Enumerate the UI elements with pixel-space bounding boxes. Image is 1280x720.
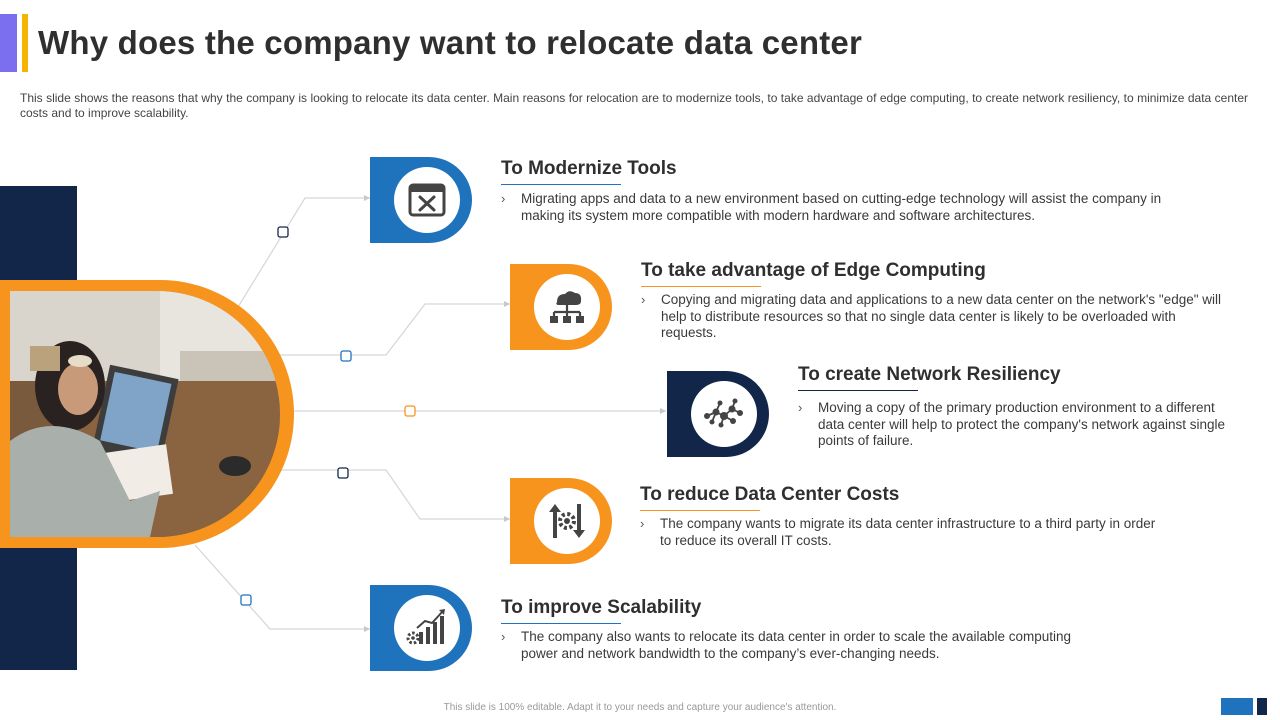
bullet-chevron: ›: [501, 191, 506, 206]
page-title: Why does the company want to relocate da…: [38, 24, 862, 61]
reason-text: › The company wants to migrate its data …: [640, 516, 1160, 549]
connector-5: [194, 544, 370, 630]
slide-description: This slide shows the reasons that why th…: [20, 91, 1248, 120]
reason-tab-5: [370, 585, 472, 671]
footer-navy-block: [1257, 698, 1267, 715]
woman-working-laptop-image: [10, 291, 280, 537]
bullet-chevron: ›: [798, 400, 803, 415]
reason-block-2: To take advantage of Edge Computing › Co…: [641, 260, 1231, 350]
reason-text-body: Copying and migrating data and applicati…: [661, 292, 1222, 340]
title-rule: [641, 286, 761, 287]
node-marker-4: [337, 467, 349, 479]
reason-tab-3: [667, 371, 769, 457]
reason-text: › Moving a copy of the primary productio…: [798, 400, 1238, 450]
footer-note: This slide is 100% editable. Adapt it to…: [443, 702, 837, 713]
reason-text-body: Migrating apps and data to a new environ…: [521, 191, 1162, 223]
growth-chart-icon: [394, 595, 460, 661]
connector-4: [255, 469, 510, 520]
title-rule: [798, 390, 918, 391]
node-marker-5: [240, 594, 252, 606]
reason-text: › The company also wants to relocate its…: [501, 629, 1111, 662]
footer-blue-block: [1221, 698, 1253, 715]
reason-tab-4: [510, 478, 612, 564]
reason-block-3: To create Network Resiliency › Moving a …: [798, 364, 1248, 454]
title-accent-bar: [0, 14, 17, 72]
bullet-chevron: ›: [641, 292, 646, 307]
photo-frame: [0, 280, 294, 548]
reason-tab-2: [510, 264, 612, 350]
reason-text-body: The company also wants to relocate its d…: [521, 629, 1072, 661]
reason-text-body: Moving a copy of the primary production …: [818, 400, 1226, 448]
bullet-chevron: ›: [640, 516, 645, 531]
reason-block-5: To improve Scalability › The company als…: [501, 597, 1121, 667]
node-marker-3: [404, 405, 416, 417]
node-marker-2: [340, 350, 352, 362]
title-accent-line: [22, 14, 28, 72]
reason-block-1: To Modernize Tools › Migrating apps and …: [501, 158, 1221, 238]
bullet-chevron: ›: [501, 629, 506, 644]
reason-text: › Migrating apps and data to a new envir…: [501, 191, 1191, 224]
reason-title: To create Network Resiliency: [798, 364, 1061, 385]
network-nodes-icon: [691, 381, 757, 447]
cost-reduction-icon: [534, 488, 600, 554]
reason-title: To take advantage of Edge Computing: [641, 260, 986, 281]
reason-block-4: To reduce Data Center Costs › The compan…: [640, 484, 1200, 564]
title-rule: [501, 623, 621, 624]
connector-1: [229, 197, 370, 321]
title-rule: [501, 184, 621, 185]
reason-title: To Modernize Tools: [501, 158, 677, 179]
node-marker-1: [277, 226, 289, 238]
reason-title: To improve Scalability: [501, 597, 702, 618]
cloud-network-icon: [534, 274, 600, 340]
connector-2: [255, 303, 510, 356]
reason-text-body: The company wants to migrate its data ce…: [660, 516, 1156, 548]
reason-tab-1: [370, 157, 472, 243]
reason-title: To reduce Data Center Costs: [640, 484, 900, 505]
title-rule: [640, 510, 760, 511]
reason-text: › Copying and migrating data and applica…: [641, 292, 1231, 342]
browser-tools-icon: [394, 167, 460, 233]
